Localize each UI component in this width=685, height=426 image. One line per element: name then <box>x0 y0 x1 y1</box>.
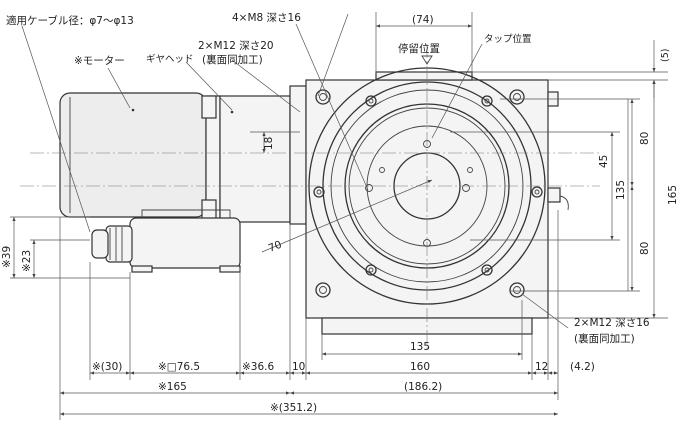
motor <box>59 92 207 218</box>
rotary-table <box>305 55 569 335</box>
labels: 適用ケーブル径：φ7〜φ13 ※モーター ギヤヘッド 4×M8 深さ16 2×M… <box>6 12 650 345</box>
dim-bottom-135: 135 <box>410 341 430 353</box>
center-lines <box>20 44 600 350</box>
dim-top-5: (5) <box>660 49 671 62</box>
dim-bottom-76-5: ※□76.5 <box>158 361 200 373</box>
tap-m12-bottom-line2: (裏面同加工) <box>574 332 635 345</box>
tap-m12-top-line2: (裏面同加工) <box>202 53 263 66</box>
tap-position-label: タップ位置 <box>484 33 532 45</box>
dim-bottom-12: 12 <box>535 361 548 373</box>
dim-bottom-30: ※(30) <box>92 361 122 373</box>
dim-bottom-186-2: (186.2) <box>404 381 442 393</box>
dim-right-45: 45 <box>598 155 610 168</box>
dimension-values: (74) (5) 165 80 135 80 45 18 70 ※39 ※23 … <box>1 14 679 414</box>
dim-radius-70: 70 <box>267 239 284 255</box>
tap-m8-label: 4×M8 深さ16 <box>232 12 301 24</box>
tap-m12-top-line1: 2×M12 深さ20 <box>198 40 274 52</box>
dim-bottom-165: ※165 <box>158 381 187 393</box>
dim-offset-18: 18 <box>263 137 275 150</box>
cable-diameter-label: 適用ケーブル径：φ7〜φ13 <box>6 14 134 27</box>
gear-head-label: ギヤヘッド <box>146 54 194 65</box>
motor-label: ※モーター <box>74 55 125 67</box>
dim-left-39: ※39 <box>1 246 13 268</box>
tap-m12-bottom-line1: 2×M12 深さ16 <box>574 317 650 329</box>
dimension-lines <box>10 12 668 420</box>
dim-right-135: 135 <box>615 180 627 200</box>
dim-bottom-4-2: (4.2) <box>570 361 595 373</box>
stop-position-label: 停留位置 <box>398 42 440 55</box>
dim-right-165: 165 <box>667 185 679 205</box>
dim-right-80-lower: 80 <box>639 242 651 255</box>
dim-right-80-upper: 80 <box>639 132 651 145</box>
dim-left-23: ※23 <box>21 250 33 272</box>
dim-bottom-351-2: ※(351.2) <box>270 402 317 414</box>
dim-bottom-160: 160 <box>410 361 430 373</box>
gear-head <box>201 85 307 225</box>
terminal-box <box>91 209 241 273</box>
dim-bottom-10: 10 <box>292 361 305 373</box>
dim-bottom-36-6: ※36.6 <box>242 361 274 373</box>
leader-lines <box>21 13 569 329</box>
dim-top-74: (74) <box>412 14 434 26</box>
